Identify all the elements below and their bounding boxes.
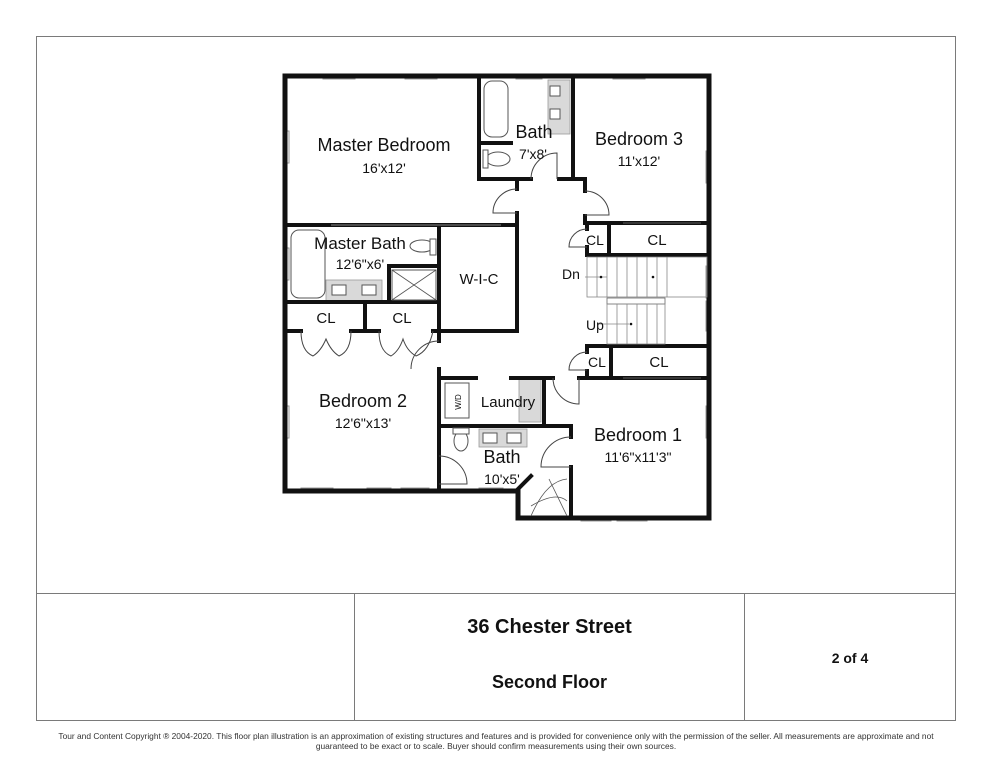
- room-size-bedroom3: 11'x12': [618, 153, 660, 169]
- room-name-master-bedroom: Master Bedroom: [317, 135, 450, 155]
- shower-lines: [391, 269, 568, 517]
- title-block: 36 Chester Street Second Floor 2 of 4: [37, 593, 955, 721]
- room-size-bedroom2: 12'6"x13': [335, 415, 391, 431]
- stairs-up-label: Up: [586, 317, 604, 333]
- room-name-bedroom1: Bedroom 1: [594, 425, 682, 445]
- room-size-master-bath: 12'6"x6': [336, 256, 384, 272]
- room-name-closet-br1-small: CL: [588, 354, 606, 370]
- room-size-master-bedroom: 16'x12': [362, 160, 406, 176]
- room-name-laundry: Laundry: [481, 394, 536, 411]
- plumbing-fixtures: [290, 80, 561, 452]
- sheet-frame: Master Bedroom 16'x12' Bath 7'x8' Bedroo…: [36, 36, 956, 721]
- page-number: 2 of 4: [831, 650, 869, 666]
- room-name-master-bath: Master Bath: [314, 234, 406, 253]
- room-size-bath-top: 7'x8': [519, 146, 547, 162]
- room-size-bedroom1: 11'6"x11'3": [605, 449, 672, 465]
- stair-arrows: [599, 275, 655, 326]
- room-name-closet-br3-small: CL: [586, 232, 604, 248]
- doors: [300, 152, 701, 485]
- floor-plan-drawing: Master Bedroom 16'x12' Bath 7'x8' Bedroo…: [282, 73, 712, 522]
- copyright-disclaimer: Tour and Content Copyright ® 2004-2020. …: [36, 731, 956, 751]
- floor-plan: Master Bedroom 16'x12' Bath 7'x8' Bedroo…: [37, 37, 955, 593]
- room-name-bedroom3: Bedroom 3: [595, 129, 683, 149]
- room-name-bath-top: Bath: [515, 122, 552, 142]
- exterior-walls: [282, 73, 712, 521]
- disclaimer-line-2: guaranteed to be exact or to scale. Buye…: [315, 741, 677, 751]
- room-name-wic: W-I-C: [460, 271, 499, 288]
- title-block-page-cell: 2 of 4: [745, 594, 955, 721]
- washer-dryer-label: W/D: [454, 394, 463, 410]
- room-name-closet-mb-left: CL: [316, 310, 335, 327]
- property-address: 36 Chester Street: [467, 616, 632, 638]
- room-name-closet-mb-right: CL: [392, 310, 411, 327]
- disclaimer-line-1: Tour and Content Copyright ® 2004-2020. …: [58, 731, 934, 741]
- title-block-blank-cell: [37, 594, 355, 721]
- room-name-bedroom2: Bedroom 2: [319, 391, 407, 411]
- stairs-down-label: Dn: [562, 266, 580, 282]
- title-block-info-cell: 36 Chester Street Second Floor: [355, 594, 745, 721]
- room-size-bath-bottom: 10'x5': [484, 471, 520, 487]
- floor-name: Second Floor: [491, 672, 607, 692]
- stairs: [585, 256, 708, 345]
- room-name-closet-br1-large: CL: [649, 354, 668, 371]
- interior-walls: [285, 76, 709, 520]
- room-name-closet-br3-large: CL: [647, 232, 666, 249]
- room-name-bath-bottom: Bath: [483, 447, 520, 467]
